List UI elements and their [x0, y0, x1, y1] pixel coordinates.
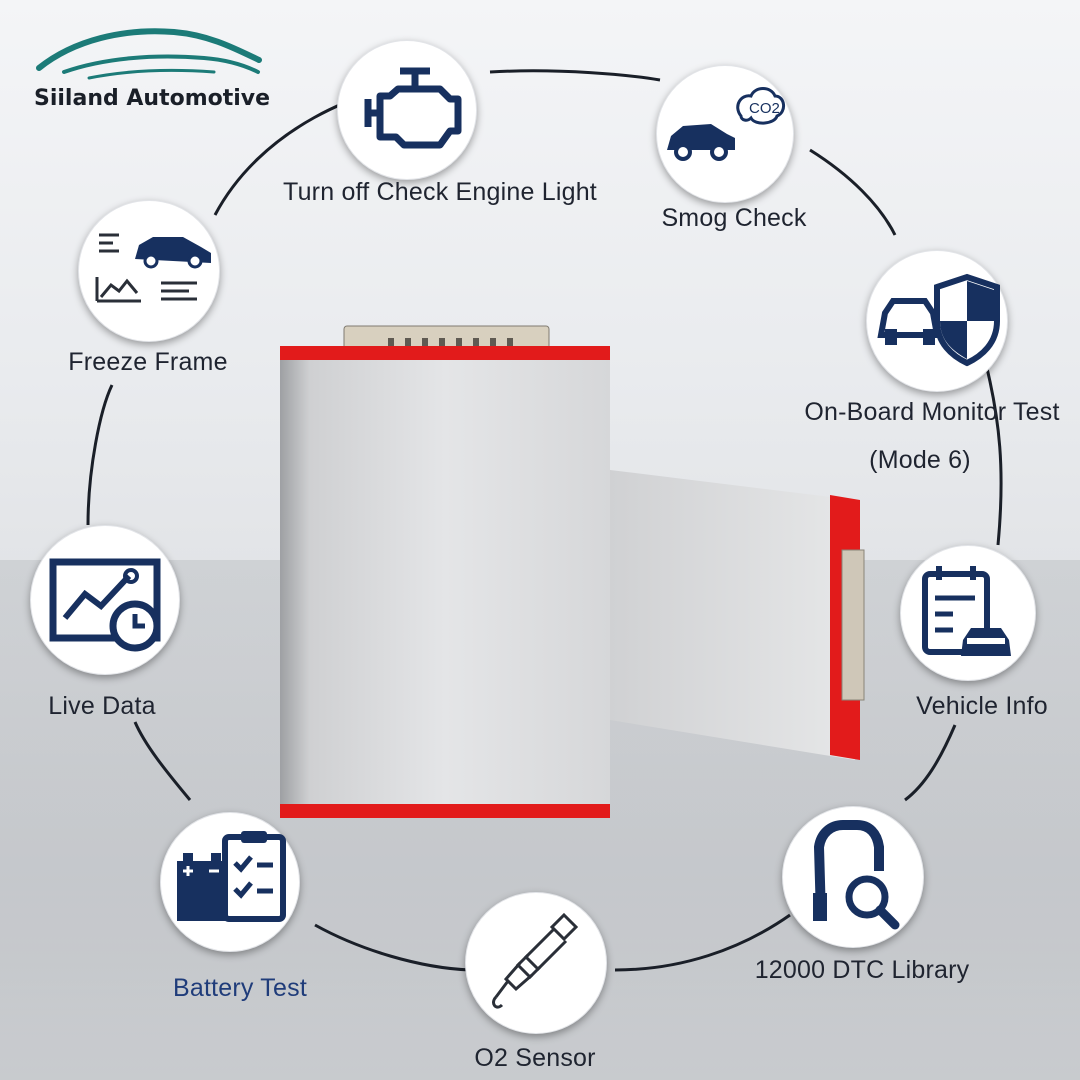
spark-plug-icon — [492, 912, 579, 1009]
feature-label-freeze-frame: Freeze Frame — [68, 348, 228, 376]
vehicle-info-icon — [922, 566, 1011, 656]
shield-car-icon — [877, 273, 1000, 367]
feature-freeze-frame — [78, 200, 220, 342]
feature-label-dtc-library: 12000 DTC Library — [754, 956, 970, 984]
feature-vehicle-info — [900, 545, 1036, 681]
check-engine-icon — [364, 67, 462, 149]
freeze-frame-icon — [95, 233, 211, 303]
smog-check-icon: CO2 — [667, 87, 785, 161]
obd-device-image — [280, 325, 865, 818]
battery-test-icon — [177, 831, 286, 922]
feature-battery-test — [160, 812, 300, 952]
co2-text: CO2 — [749, 100, 780, 117]
brand-name: Siiland Automotive — [34, 86, 271, 111]
feature-dtc-library — [782, 806, 924, 948]
feature-smog-check: CO2 — [656, 65, 794, 203]
feature-label-check-engine: Turn off Check Engine Light — [283, 178, 597, 206]
live-data-icon — [49, 558, 161, 652]
brand-logo — [36, 28, 262, 80]
feature-label-o2-sensor: O2 Sensor — [474, 1044, 596, 1072]
dtc-library-icon — [813, 820, 900, 930]
feature-live-data — [30, 525, 180, 675]
feature-label-onboard-monitor: On-Board Monitor Test — [804, 398, 1060, 426]
feature-o2-sensor — [465, 892, 607, 1034]
feature-label-vehicle-info: Vehicle Info — [916, 692, 1048, 720]
feature-label-battery-test: Battery Test — [173, 974, 307, 1002]
feature-label-live-data: Live Data — [48, 692, 156, 720]
feature-onboard-monitor — [866, 250, 1008, 392]
feature-label-smog-check: Smog Check — [661, 204, 807, 232]
feature-check-engine — [337, 40, 477, 180]
feature-sublabel-mode6: (Mode 6) — [869, 446, 971, 474]
